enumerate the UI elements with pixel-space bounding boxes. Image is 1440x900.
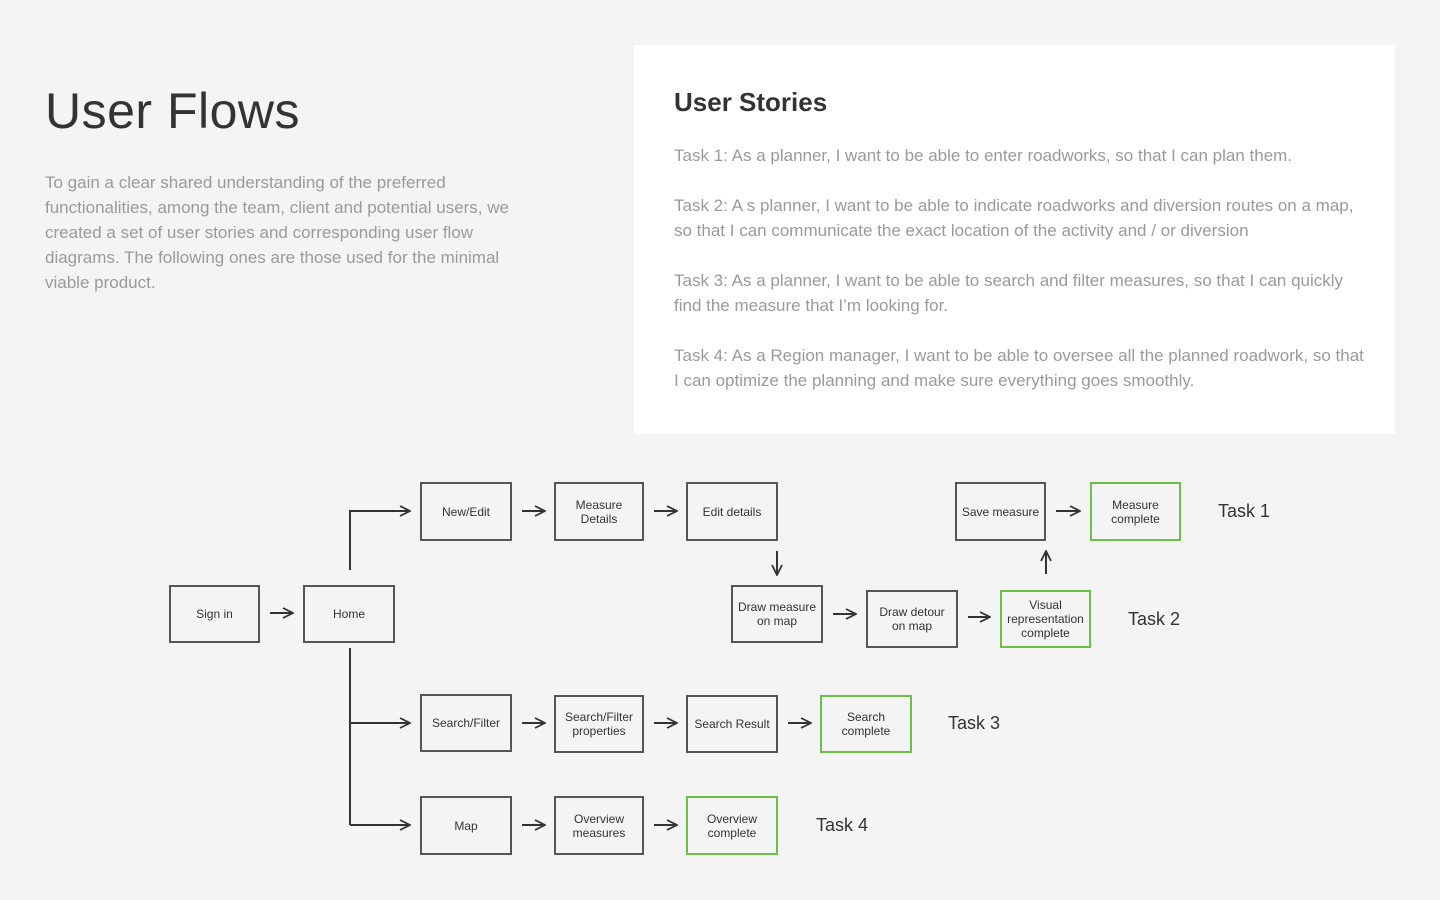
user-story-task-3: Task 3: As a planner, I want to be able … xyxy=(674,271,1344,315)
user-story-task-2: Task 2: A s planner, I want to be able t… xyxy=(674,196,1354,240)
page-title: User Flows xyxy=(45,83,301,139)
user-stories-card: User Stories Task 1: As a planner, I wan… xyxy=(634,45,1395,434)
node-draw-measure: Draw measure on map xyxy=(731,585,823,643)
node-search-filter-properties: Search/Filter properties xyxy=(554,695,644,753)
task-label-1: Task 1 xyxy=(1218,501,1271,521)
node-new-edit: New/Edit xyxy=(420,482,512,541)
node-map: Map xyxy=(420,796,512,855)
node-edit-details: Edit details xyxy=(686,482,778,541)
node-overview-complete: Overview complete xyxy=(686,796,778,855)
task-label-3: Task 3 xyxy=(948,713,1001,733)
task-label-4: Task 4 xyxy=(816,815,869,835)
node-save-measure: Save measure xyxy=(955,482,1046,541)
user-story-task-4: Task 4: As a Region manager, I want to b… xyxy=(674,346,1364,390)
node-measure-details: Measure Details xyxy=(554,482,644,541)
task-label-2: Task 2 xyxy=(1128,609,1181,629)
user-stories-title: User Stories xyxy=(674,87,828,117)
node-home: Home xyxy=(303,585,395,643)
node-measure-complete: Measure complete xyxy=(1090,482,1181,541)
node-visual-complete: Visual representation complete xyxy=(1000,590,1091,648)
node-sign-in: Sign in xyxy=(169,585,260,643)
node-search-complete: Search complete xyxy=(820,695,912,753)
node-overview-measures: Overview measures xyxy=(554,796,644,855)
node-search-result: Search Result xyxy=(686,695,778,753)
intro-text: To gain a clear shared understanding of … xyxy=(45,173,509,292)
user-story-task-1: Task 1: As a planner, I want to be able … xyxy=(674,146,1293,165)
branch-home-new-edit xyxy=(349,511,410,570)
node-draw-detour: Draw detour on map xyxy=(866,590,958,648)
node-search-filter: Search/Filter xyxy=(420,694,512,752)
